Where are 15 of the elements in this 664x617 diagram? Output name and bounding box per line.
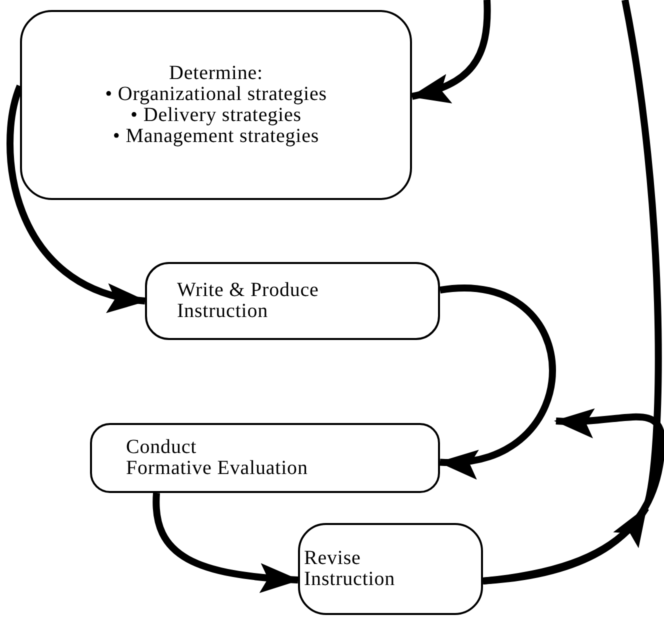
arrow (410, 0, 491, 102)
box-text: • Management strategies (112, 126, 320, 147)
arrow (482, 407, 664, 584)
arrow (6, 84, 147, 310)
box-heading: Determine: (169, 63, 263, 84)
box-text: Revise Instruction (304, 548, 396, 590)
process-box (90, 423, 440, 493)
process-box (298, 523, 483, 615)
arrow (482, 506, 649, 584)
box-text: • Organizational strategies (105, 84, 327, 105)
box-text: • Delivery strategies (130, 105, 302, 126)
process-box (20, 10, 412, 200)
box-text: Conduct Formative Evaluation (126, 437, 308, 479)
process-box (145, 262, 440, 340)
box-text: Write & Produce Instruction (177, 280, 319, 322)
